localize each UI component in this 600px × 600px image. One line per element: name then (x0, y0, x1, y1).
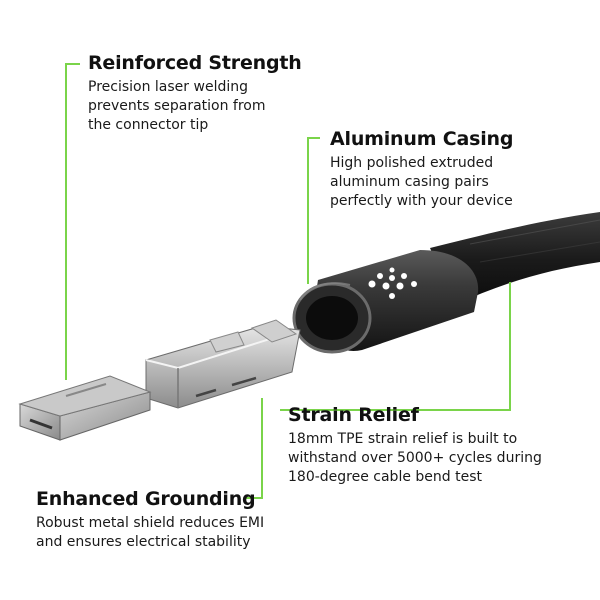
leader-strain (280, 282, 511, 411)
callout-line: 180-degree cable bend test (288, 469, 482, 485)
callout-leader-lines (65, 63, 511, 499)
logo-dots-icon (368, 267, 417, 299)
leader-reinforced (65, 63, 80, 380)
leader-aluminum (307, 137, 320, 284)
callout-line: perfectly with your device (330, 193, 513, 209)
callout-line: Precision laser welding (88, 79, 248, 95)
callout-title: Aluminum Casing (330, 128, 514, 150)
callout-reinforced-strength: Reinforced Strength Precision laser weld… (88, 52, 328, 135)
callout-line: the connector tip (88, 117, 209, 133)
aluminum-housing (292, 250, 479, 354)
micro-usb-plug (18, 375, 152, 441)
callout-title: Enhanced Grounding (36, 488, 256, 510)
callout-line: prevents separation from (88, 98, 266, 114)
callout-title: Reinforced Strength (88, 52, 302, 74)
metal-shield (145, 319, 301, 409)
callout-line: 18mm TPE strain relief is built to (288, 431, 518, 447)
callout-line: Robust metal shield reduces EMI (36, 515, 265, 531)
callout-enhanced-grounding: Enhanced Grounding Robust metal shield r… (36, 488, 316, 552)
leader-grounding (246, 398, 263, 499)
callout-strain-relief: Strain Relief 18mm TPE strain relief is … (288, 404, 588, 487)
callout-title: Strain Relief (288, 404, 419, 426)
callout-aluminum-casing: Aluminum Casing High polished extruded a… (330, 128, 570, 211)
callout-line: withstand over 5000+ cycles during (288, 450, 542, 466)
callout-line: High polished extruded (330, 155, 494, 171)
callout-line: and ensures electrical stability (36, 534, 251, 550)
callout-line: aluminum casing pairs (330, 174, 489, 190)
